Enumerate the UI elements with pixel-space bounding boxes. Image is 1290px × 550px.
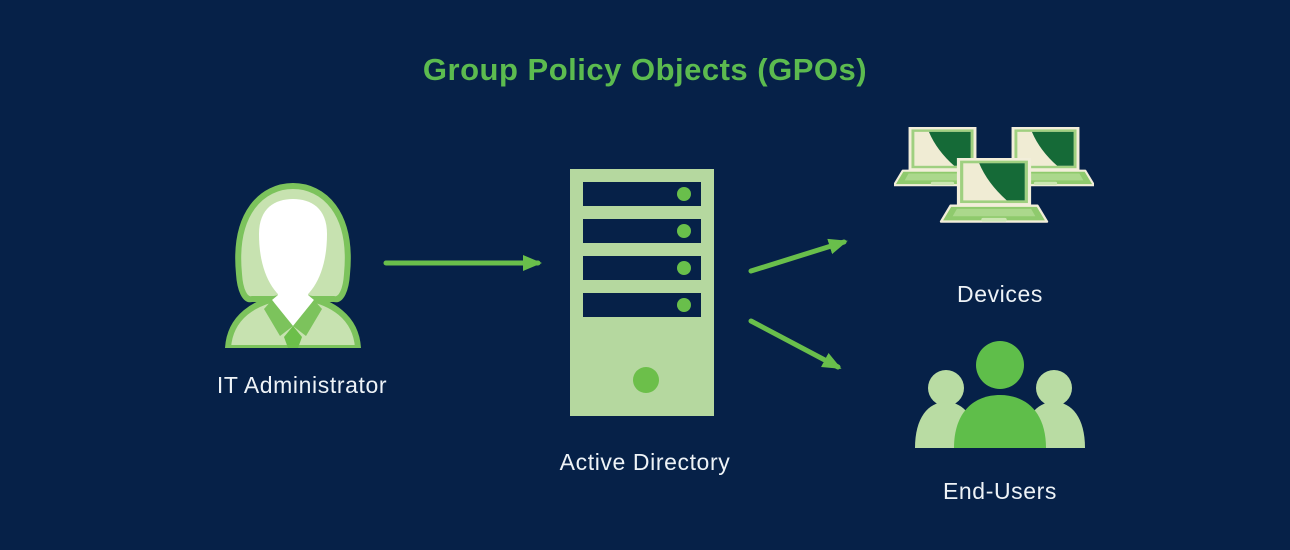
admin-label: IT Administrator (216, 372, 388, 398)
devices-label: Devices (956, 281, 1043, 307)
arrow-server-to-devices (748, 238, 848, 274)
server-icon (570, 169, 714, 416)
users-label: End-Users (942, 478, 1058, 504)
page-title: Group Policy Objects (GPOs) (422, 52, 868, 87)
arrow-server-to-users (748, 318, 842, 370)
server-label: Active Directory (559, 449, 731, 475)
person-icon (225, 183, 361, 348)
laptops-icon (894, 125, 1094, 223)
users-icon (915, 341, 1085, 448)
